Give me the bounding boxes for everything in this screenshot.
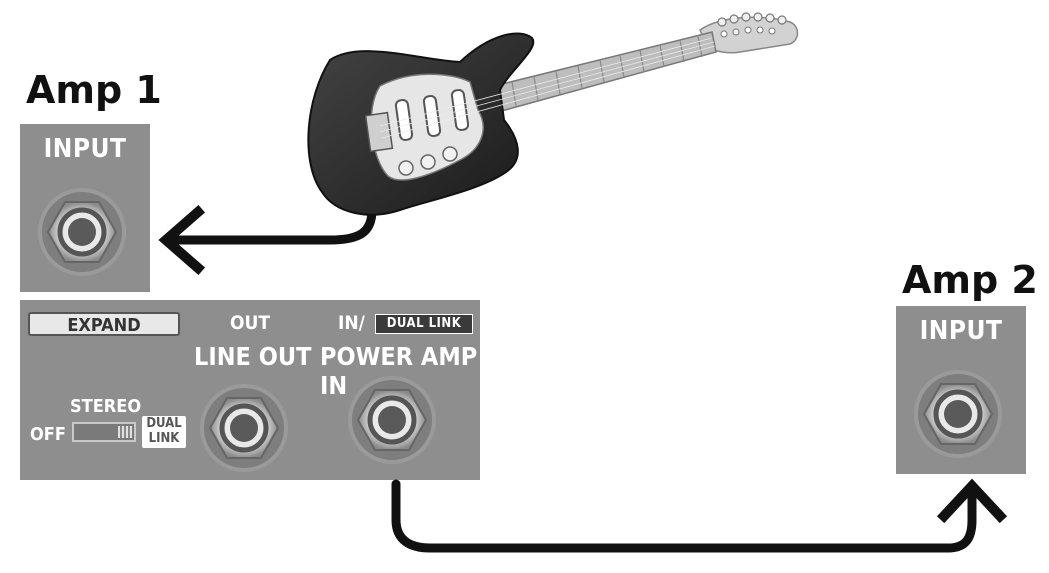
switch-link-label: LINK xyxy=(148,431,180,446)
expand-label: EXPAND xyxy=(67,315,141,336)
power-amp-in-jack-icon[interactable] xyxy=(348,376,436,464)
line-out-label: LINE OUT xyxy=(194,342,312,371)
amp1-input-label: INPUT xyxy=(43,134,127,164)
off-label: OFF xyxy=(30,424,66,445)
unit-to-amp2-cable xyxy=(391,479,977,553)
amp2-input-jack-icon[interactable] xyxy=(914,370,1002,458)
amp1-arrow-icon xyxy=(158,204,206,276)
amp2-title: Amp 2 xyxy=(902,258,1038,302)
amp2-input-label: INPUT xyxy=(919,316,1003,346)
stereo-switch[interactable] xyxy=(72,422,136,442)
guitar-to-amp1-cable xyxy=(163,205,377,245)
out-label: OUT xyxy=(230,312,271,334)
stereo-switch-knob[interactable] xyxy=(118,426,132,438)
power-amp-in-label: POWER AMP IN xyxy=(320,342,478,400)
dual-link-badge-text: DUAL LINK xyxy=(386,316,462,331)
amp1-input-jack-icon[interactable] xyxy=(38,188,126,276)
amp1-title: Amp 1 xyxy=(26,68,162,112)
line-out-jack-icon[interactable] xyxy=(200,384,288,472)
expand-tab: EXPAND xyxy=(28,312,180,336)
switch-dual-link-box: DUAL LINK xyxy=(142,416,186,448)
electric-guitar-icon xyxy=(307,12,799,216)
amp2-arrow-icon xyxy=(936,478,1008,524)
in-label: IN/ xyxy=(338,312,365,334)
switch-dual-label: DUAL xyxy=(146,416,182,431)
dual-link-badge: DUAL LINK xyxy=(375,314,473,334)
stereo-label: STEREO xyxy=(70,396,142,417)
